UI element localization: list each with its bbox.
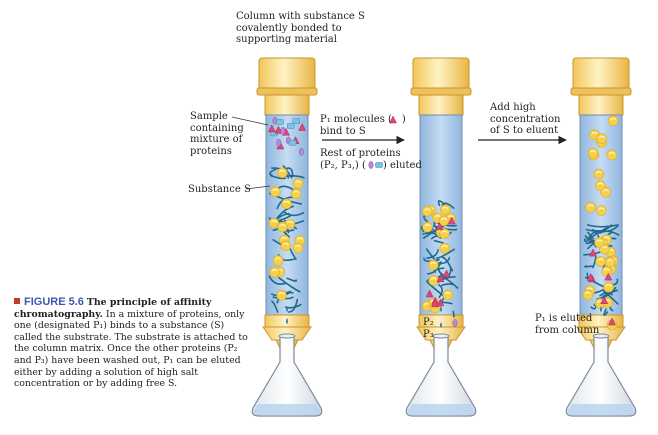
matrix-strand <box>590 224 619 239</box>
substance-s-bead <box>272 254 284 266</box>
add-high-label: Add high concentration of S to eluent <box>490 102 561 136</box>
p2-protein <box>276 138 282 147</box>
matrix-strand <box>425 248 435 260</box>
figure-title: The principle of affinity chromatography… <box>14 297 212 320</box>
p2-protein <box>280 126 286 135</box>
substance-s-bead <box>276 289 288 301</box>
matrix-strand <box>269 168 277 176</box>
matrix-strand <box>287 298 299 313</box>
substance-leader-line <box>245 185 271 190</box>
eluent-drops <box>286 306 602 382</box>
p3-protein <box>292 118 301 124</box>
sample-leader-line <box>231 116 269 126</box>
free-s-bead <box>595 204 607 217</box>
matrix-strand <box>587 231 595 240</box>
matrix-strand <box>437 261 443 277</box>
free-s-bead <box>594 180 607 192</box>
p2-protein <box>298 147 304 156</box>
substance-s-label: Substance S <box>188 184 251 195</box>
substance-s-bead <box>277 221 289 233</box>
collection-flask-2 <box>405 333 477 417</box>
free-s-bead <box>606 149 618 161</box>
p1-eluted-label: P₁ is eluted from column <box>535 313 600 336</box>
matrix-strand <box>452 310 455 318</box>
caption-square-icon <box>14 298 20 304</box>
matrix-strand <box>284 211 305 217</box>
matrix-strand <box>438 284 443 299</box>
matrix-strand <box>433 225 458 231</box>
substance-s-bead <box>421 221 434 233</box>
substance-s-bead <box>602 281 615 293</box>
substance-s-bead <box>582 289 594 301</box>
matrix-strand <box>434 267 445 273</box>
column-3-matrix <box>582 224 620 317</box>
substance-s-bead <box>438 228 450 240</box>
matrix-strand <box>286 167 294 178</box>
matrix-strand <box>427 281 445 298</box>
substance-s-bead <box>601 265 613 277</box>
p3-protein <box>288 140 297 146</box>
matrix-strand <box>423 257 440 263</box>
substance-s-bead <box>438 215 450 227</box>
matrix-strand <box>441 202 455 209</box>
matrix-strand <box>602 289 607 297</box>
substance-s-bead <box>595 255 607 267</box>
matrix-strand <box>436 248 455 259</box>
free-s-bead <box>587 147 599 159</box>
matrix-strand <box>277 276 301 293</box>
matrix-strand <box>272 296 294 300</box>
collection-flask-3 <box>565 333 637 417</box>
figure-body: In a mixture of proteins, only one (desi… <box>14 308 248 390</box>
matrix-strand <box>603 308 609 317</box>
p2-flask-glyph <box>452 319 458 327</box>
substance-s-bead <box>292 242 304 254</box>
substance-s-bead <box>281 198 293 210</box>
collection-flask-1 <box>251 333 323 417</box>
substance-s-bead <box>292 178 304 190</box>
matrix-strand <box>286 277 298 282</box>
substance-s-bead <box>428 274 440 287</box>
free-s-bead <box>584 201 597 213</box>
matrix-strand <box>586 224 610 228</box>
matrix-strand <box>583 238 588 243</box>
matrix-strand <box>437 199 447 207</box>
substance-s-bead <box>439 242 451 254</box>
figure-label: FIGURE 5.6 <box>24 296 84 308</box>
substance-s-bead <box>276 167 288 179</box>
substance-s-bead <box>439 204 451 216</box>
rest-eluted-label: Rest of proteins (P₂, P₃,) () eluted <box>320 148 422 171</box>
substance-s-bead <box>442 289 454 301</box>
matrix-strand <box>585 224 619 233</box>
substance-s-bead <box>421 205 433 217</box>
column-title-label: Column with substance S covalently bonde… <box>236 11 365 45</box>
substance-s-bead <box>269 266 281 278</box>
p3-flask-label: P₃ <box>423 329 434 340</box>
matrix-strand <box>433 239 444 244</box>
matrix-strand <box>268 275 287 285</box>
matrix-strand <box>422 232 439 237</box>
figure-caption: FIGURE 5.6 The principle of affinity chr… <box>14 296 254 390</box>
substance-s-bead <box>604 256 616 268</box>
substance-s-bead <box>593 237 606 249</box>
p3-protein <box>287 123 295 129</box>
substance-s-bead <box>269 186 281 198</box>
free-s-bead <box>593 168 605 180</box>
matrix-strand <box>441 283 454 287</box>
sample-label: Sample containing mixture of proteins <box>190 111 244 157</box>
p3-protein <box>276 119 284 125</box>
substance-s-bead <box>280 240 292 252</box>
substance-s-bead <box>290 188 302 200</box>
p1-binds-label: P₁ molecules () bind to S <box>320 114 406 137</box>
p2-flask-label: P₂ <box>423 317 434 328</box>
matrix-strand <box>284 175 305 179</box>
matrix-strand <box>426 249 439 259</box>
free-s-bead <box>595 133 608 145</box>
matrix-strand <box>271 300 279 313</box>
substance-s-bead <box>427 259 439 271</box>
matrix-strand <box>584 265 593 268</box>
column-1-matrix <box>268 165 306 313</box>
free-s-bead <box>607 115 619 127</box>
matrix-strand <box>269 174 286 180</box>
